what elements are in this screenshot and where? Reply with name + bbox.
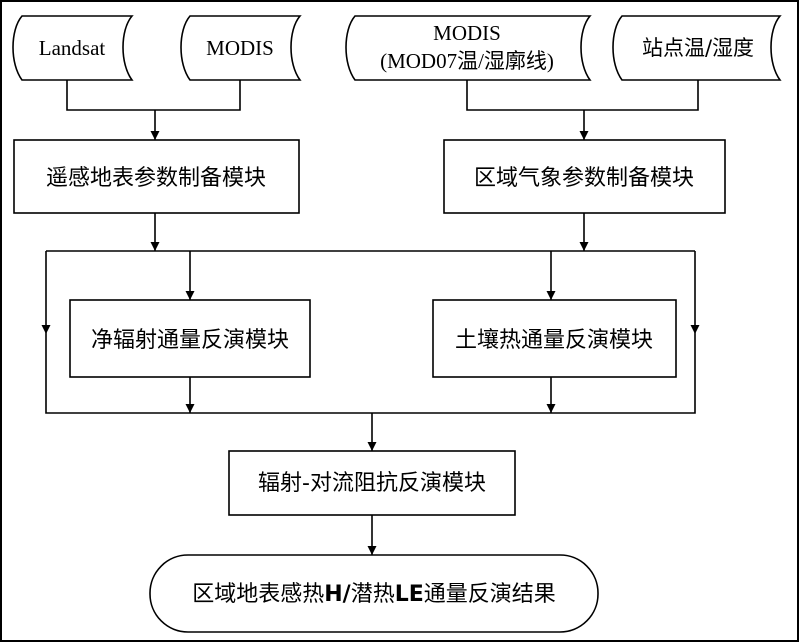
module-regional-meteo-params: 区域气象参数制备模块: [443, 139, 726, 214]
module-aerodynamic-resistance-label: 辐射-对流阻抗反演模块: [258, 471, 486, 496]
module-net-radiation: 净辐射通量反演模块: [69, 299, 311, 378]
result-suffix: 通量反演结果: [424, 582, 556, 607]
result-slash: /: [343, 582, 352, 607]
module-soil-heat-flux: 土壤热通量反演模块: [432, 299, 677, 378]
connector-left-inputs: [66, 80, 241, 111]
module-rs-surface-params-label: 遥感地表参数制备模块: [46, 166, 266, 191]
input-landsat: Landsat: [12, 15, 134, 81]
module-net-radiation-label: 净辐射通量反演模块: [91, 328, 289, 353]
result-terminal: 区域地表感热H/潜热LE通量反演结果: [149, 554, 599, 633]
input-modis07: MODIS (MOD07温/湿廓线): [345, 15, 592, 81]
result-label: 区域地表感热H/潜热LE通量反演结果: [192, 582, 556, 607]
result-le: LE: [395, 582, 424, 607]
input-modis07-line2: (MOD07温/湿廓线): [380, 49, 554, 73]
result-prefix: 区域地表感热: [192, 582, 324, 607]
input-modis07-line1: MODIS: [433, 21, 501, 45]
input-modis-label: MODIS: [206, 36, 274, 60]
input-station: 站点温/湿度: [612, 15, 782, 81]
result-h: H: [324, 582, 342, 607]
connector-right-inputs: [466, 80, 699, 111]
input-modis: MODIS: [180, 15, 302, 81]
module-aerodynamic-resistance: 辐射-对流阻抗反演模块: [228, 450, 516, 516]
result-latent: 潜热: [351, 582, 395, 607]
module-soil-heat-flux-label: 土壤热通量反演模块: [455, 328, 653, 353]
input-station-label: 站点温/湿度: [642, 36, 754, 60]
input-landsat-label: Landsat: [39, 36, 106, 60]
module-regional-meteo-params-label: 区域气象参数制备模块: [474, 166, 694, 191]
module-rs-surface-params: 遥感地表参数制备模块: [13, 139, 300, 214]
collection-bus: [45, 334, 696, 414]
